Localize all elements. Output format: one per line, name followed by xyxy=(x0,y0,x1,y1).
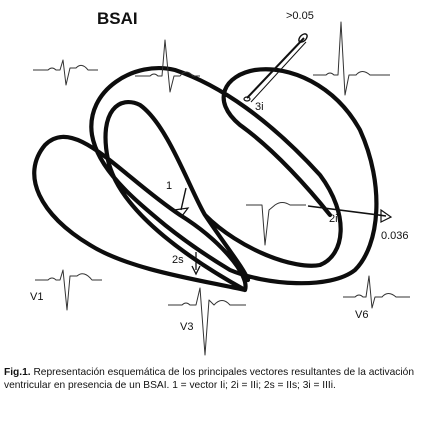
ecg-trace-top-right xyxy=(313,21,390,96)
vector-3i-head-icon xyxy=(298,33,308,43)
label-lead-v1: V1 xyxy=(30,291,43,303)
diagram-title: BSAI xyxy=(97,9,138,28)
vector-loop xyxy=(32,66,379,293)
caption-label: Fig.1. xyxy=(4,367,31,378)
label-v3i-value: >0.05 xyxy=(286,10,314,22)
vector-1 xyxy=(180,187,187,211)
ecg-trace-top-left xyxy=(33,59,98,86)
label-v2i: 2i xyxy=(329,213,338,225)
ecg-trace-v6 xyxy=(343,275,410,309)
vector-2s-head-icon xyxy=(191,265,201,276)
label-v3i: 3i xyxy=(255,101,264,113)
label-v1: 1 xyxy=(166,180,172,192)
vector-1-head-icon xyxy=(172,207,190,217)
vector-2i xyxy=(307,205,387,217)
vector-3i xyxy=(246,37,305,99)
label-lead-v6: V6 xyxy=(355,309,368,321)
ecg-trace-v3 xyxy=(168,287,246,356)
label-lead-v3: V3 xyxy=(180,321,193,333)
bsai-diagram: BSAI >0.05 3i 1 2i 0.036 2s V1 V3 V6 xyxy=(30,9,410,356)
ecg-traces xyxy=(33,21,410,356)
figure-caption: Fig.1. Representación esquemática de los… xyxy=(4,366,424,392)
caption-text: Representación esquemática de los princi… xyxy=(4,367,414,391)
label-v2s: 2s xyxy=(172,254,184,266)
ecg-trace-v1 xyxy=(35,269,102,311)
label-v2i-value: 0.036 xyxy=(381,230,409,242)
ecg-trace-middle xyxy=(246,202,306,246)
vector-2i-head-icon xyxy=(380,208,393,223)
ecg-trace-top-center xyxy=(135,39,200,93)
